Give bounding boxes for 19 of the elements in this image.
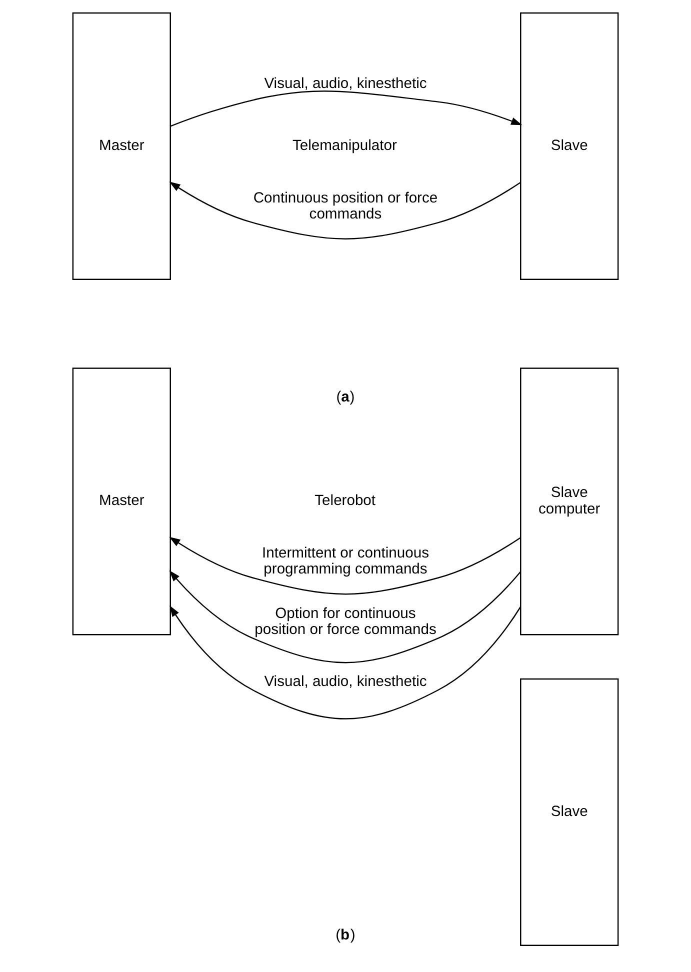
label: (a) [336,390,355,406]
edge-label: Intermittent or continuous programming commands [262,546,429,578]
edge-label: Visual, audio, kinesthetic [264,76,427,92]
node-box: Slave [520,678,619,946]
arrow [169,536,521,595]
edge-label: Option for continuous position or force commands [254,606,436,638]
label: Telemanipulator [292,138,397,154]
node-box: Slave computer [520,368,619,636]
arrow [169,570,522,664]
edge-label: Continuous position or force commands [253,190,438,222]
arrow [170,606,521,720]
arrow [169,182,521,240]
node-box: Slave [520,12,619,280]
node-box: Master [72,368,171,636]
label: Telerobot [314,493,376,510]
node-box: Master [72,12,171,280]
edge-label: Visual, audio, kinesthetic [264,674,427,690]
arrow [170,90,522,127]
label: (b) [336,927,356,944]
